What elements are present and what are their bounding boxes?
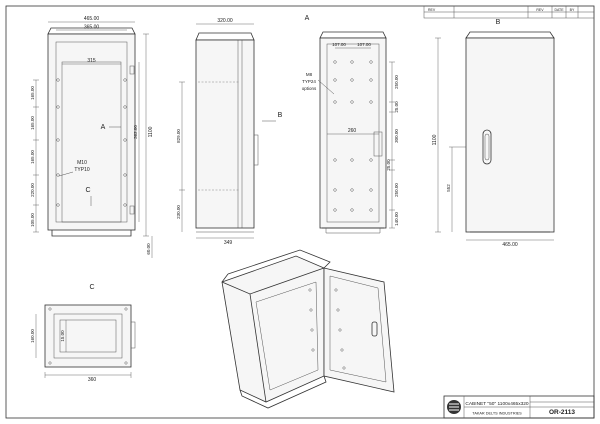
rear-right-dim-3: 300.00 xyxy=(394,129,399,143)
front-left-dim-5: 105.00 xyxy=(30,213,35,227)
front-plate-width: 315 xyxy=(87,58,96,64)
sheet-border xyxy=(5,5,595,419)
front-label-a: A xyxy=(101,124,106,131)
door-view: B 1100 552 465.00 xyxy=(432,19,555,248)
door-view-title: B xyxy=(496,19,501,26)
rear-mid-dim: 260 xyxy=(348,128,357,134)
door-height-total: 1100 xyxy=(432,134,438,145)
front-note-m10: M10 xyxy=(77,160,87,166)
rev-header-3: DATE xyxy=(554,8,564,12)
rear-note-typ24: TYP24 xyxy=(302,79,316,84)
front-label-c: C xyxy=(85,187,90,194)
rear-view: A 107.00 107.00 260 M8 TYP24 options xyxy=(302,15,399,234)
front-left-dim-3: 165.00 xyxy=(30,150,35,164)
rear-view-title: A xyxy=(305,15,310,22)
bottom-depth-inner: 15.00 xyxy=(60,330,65,342)
rear-top-dim-left: 107.00 xyxy=(332,42,346,47)
drawing-title: CABINET "50" 1100x465x320 xyxy=(465,401,529,407)
front-left-dim-4: 220.00 xyxy=(30,183,35,197)
front-height-total: 1100 xyxy=(148,126,154,137)
side-height-base: 230.00 xyxy=(176,205,181,219)
title-block: CABINET "50" 1100x465x320 TAKAR DELTS IN… xyxy=(443,395,595,419)
rear-note-m8: M8 xyxy=(306,72,313,77)
door-handle-height: 552 xyxy=(446,184,451,192)
bottom-view-title: C xyxy=(89,284,94,291)
revision-table: REV REV DATE BY xyxy=(423,5,595,19)
side-view: 320.00 349 829.00 230.00 B xyxy=(176,18,283,246)
rev-header-2: REV xyxy=(536,8,544,12)
rev-header-4: BY xyxy=(570,8,575,12)
front-width-outer: 465.00 xyxy=(84,16,100,22)
bottom-width: 360 xyxy=(88,377,97,383)
rear-right-dim-4: 25.00 xyxy=(386,159,391,171)
bottom-depth-left: 160.00 xyxy=(30,329,35,343)
company-logo-icon xyxy=(447,400,461,414)
front-note-typ10: TYP10 xyxy=(74,167,90,173)
front-left-dim-2: 165.00 xyxy=(30,116,35,130)
rear-right-dim-6: 140.00 xyxy=(394,212,399,226)
isometric-view xyxy=(221,249,395,409)
rev-header-1: REV xyxy=(428,8,436,12)
side-label-b: B xyxy=(278,112,283,119)
front-view: 465.00 365.00 315 165.00 165.00 165.00 2… xyxy=(30,16,154,258)
side-depth-outer: 320.00 xyxy=(217,18,233,24)
rear-note-options: options xyxy=(302,86,317,91)
front-bottom-dim: 60.00 xyxy=(146,243,151,255)
front-left-dim-1: 165.00 xyxy=(30,86,35,100)
drawing-number: OR-2113 xyxy=(549,409,575,416)
side-depth-bottom: 349 xyxy=(224,240,233,246)
side-height-inner: 829.00 xyxy=(176,129,181,143)
company-name: TAKAR DELTS INDUSTRIES xyxy=(472,412,522,416)
rear-right-dim-2: 25.00 xyxy=(394,101,399,113)
door-width-bottom: 465.00 xyxy=(502,242,518,248)
rear-right-dim-1: 250.00 xyxy=(394,75,399,89)
front-width-inner: 365.00 xyxy=(84,25,100,31)
front-height-inner: 362.00 xyxy=(133,125,138,139)
rear-top-dim-right: 107.00 xyxy=(357,42,371,47)
bottom-view: C 360 160.00 15.00 xyxy=(30,284,136,383)
rear-right-dim-5: 250.00 xyxy=(394,183,399,197)
